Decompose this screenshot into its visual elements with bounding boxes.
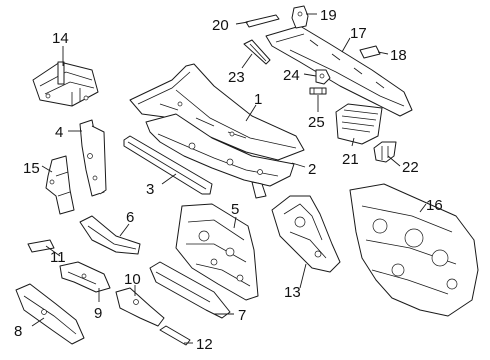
leader-8 (31, 317, 45, 327)
leader-24 (303, 73, 317, 77)
part-17-cowl-vent (265, 25, 413, 117)
part-22-bracket (373, 141, 397, 163)
leader-20 (235, 21, 249, 25)
callout-18: 18 (390, 47, 407, 64)
callout-23: 23 (228, 69, 245, 86)
callout-22: 22 (402, 159, 419, 176)
part-8-rail (15, 283, 85, 345)
part-10-bracket (115, 287, 165, 327)
leader-3 (161, 173, 177, 185)
callout-14: 14 (52, 30, 69, 47)
part-16-firewall (349, 183, 479, 317)
part-18-pad (359, 45, 381, 59)
leader-16 (419, 203, 427, 213)
callout-5: 5 (231, 201, 239, 218)
leader-2 (291, 162, 306, 168)
leader-13 (299, 263, 307, 289)
callout-15: 15 (23, 160, 40, 177)
callout-25: 25 (308, 114, 325, 131)
callout-17: 17 (350, 25, 367, 42)
leader-11 (45, 245, 61, 257)
callout-16: 16 (426, 197, 443, 214)
leader-21 (351, 137, 355, 147)
part-24-grommet (315, 69, 331, 85)
leader-18 (377, 51, 389, 55)
leader-22 (387, 155, 401, 167)
callout-20: 20 (212, 17, 229, 34)
leader-1 (245, 104, 257, 122)
callout-6: 6 (126, 209, 134, 226)
part-3-strip (123, 135, 213, 195)
callout-8: 8 (14, 323, 22, 340)
callout-1: 1 (254, 91, 262, 108)
part-14-bracket (32, 61, 99, 107)
part-15-bracket (45, 155, 75, 215)
callout-12: 12 (196, 336, 213, 353)
part-9-channel (59, 261, 111, 293)
callout-9: 9 (94, 305, 102, 322)
callout-2: 2 (308, 161, 316, 178)
callout-7: 7 (238, 307, 246, 324)
part-11-plate (27, 239, 55, 253)
callout-3: 3 (146, 181, 154, 198)
part-5-lower-dash (175, 203, 259, 301)
part-21-vent (335, 103, 383, 145)
part-13-reinforcement (271, 195, 341, 273)
part-23-seal (243, 39, 271, 65)
leader-17 (341, 37, 351, 53)
part-4-bracket (79, 119, 107, 197)
callout-21: 21 (342, 151, 359, 168)
part-25-clip (309, 87, 327, 95)
part-7-rail (149, 261, 231, 319)
leader-6 (119, 223, 130, 237)
part-19-clip (291, 5, 309, 29)
callout-13: 13 (284, 284, 301, 301)
leader-15 (41, 165, 53, 173)
callout-24: 24 (283, 67, 300, 84)
part-20-strip (245, 14, 280, 28)
part-2-dash-panel (145, 113, 295, 199)
leader-23 (241, 53, 253, 69)
callout-10: 10 (124, 271, 141, 288)
callout-11: 11 (50, 249, 66, 266)
part-12-strip (159, 325, 191, 346)
part-6-bracket (79, 215, 141, 255)
callout-19: 19 (320, 7, 337, 24)
callout-4: 4 (55, 124, 63, 141)
leader-5 (233, 216, 237, 229)
